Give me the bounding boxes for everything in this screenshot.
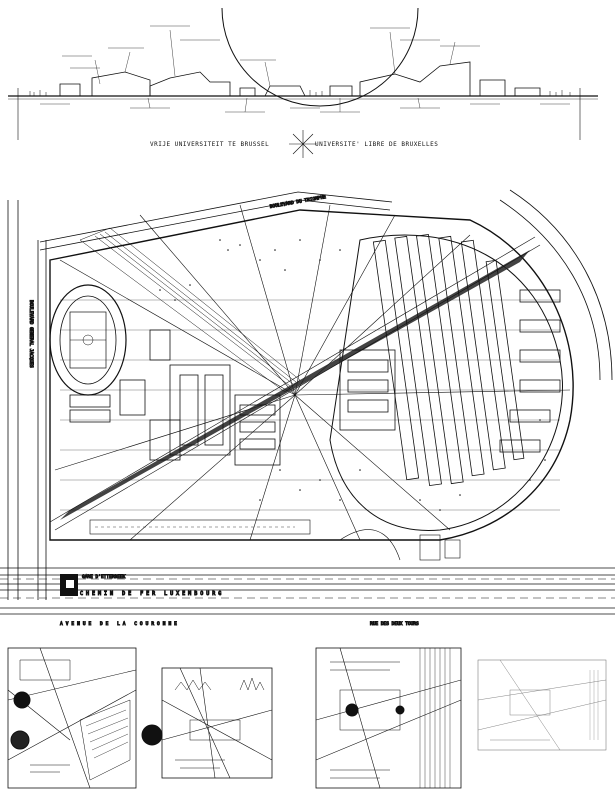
study-sketch-3	[315, 647, 462, 789]
street-boulevard-general-jacques: BOULEVARD GENERAL JACQUES	[28, 300, 34, 368]
campus-outline	[49, 209, 574, 541]
study-sketch-2	[141, 667, 273, 779]
street-avenue-couronne: AVENUE DE LA COURONNE	[60, 621, 180, 627]
stadium	[49, 284, 127, 396]
study-sketches	[7, 647, 607, 789]
section-title: VRIJE UNIVERSITEIT TE BRUSSEL UNIVERSITE…	[150, 130, 438, 158]
street-rue-deux-tours: RUE DES DEUX TOURS	[370, 621, 419, 627]
east-oval-district	[329, 234, 563, 531]
section-buildings	[59, 61, 541, 97]
station	[60, 519, 311, 596]
title-left: VRIJE UNIVERSITEIT TE BRUSSEL	[150, 141, 269, 148]
section-elevation	[8, 7, 598, 140]
east-buildings	[339, 233, 561, 487]
northwest-band	[79, 227, 301, 393]
compass-star-icon	[289, 130, 317, 158]
landscape-stipple	[159, 239, 546, 511]
radial-lines	[54, 204, 571, 541]
title-right: UNIVERSITE' LIBRE DE BRUXELLES	[315, 141, 438, 148]
site-plan: BOULEVARD DU TRIOMPHE BOULEVARD GENERAL …	[0, 189, 615, 628]
section-arc	[221, 7, 419, 107]
street-chemin-de-fer: CHEMIN DE FER LUXEMBOURG	[80, 591, 224, 597]
study-sketch-4	[477, 659, 607, 751]
grid-lines	[60, 299, 560, 511]
west-buildings	[69, 329, 281, 466]
street-gare: GARE D'ETTERBEEK	[82, 574, 126, 580]
rail-buildings	[339, 529, 461, 561]
roads	[0, 189, 615, 615]
study-sketch-1	[7, 647, 137, 789]
